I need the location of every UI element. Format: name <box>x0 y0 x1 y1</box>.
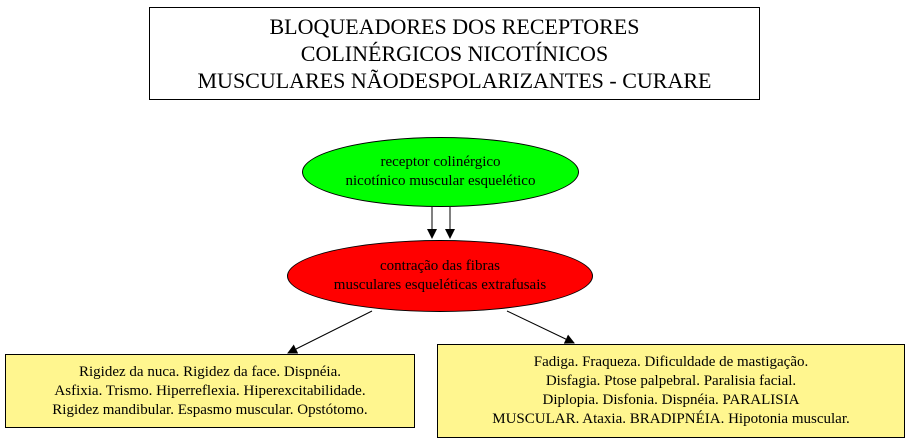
node-effects-right: Fadiga. Fraqueza. Dificuldade de mastiga… <box>437 344 905 438</box>
node-effects-left-line-3: Rigidez mandibular. Espasmo muscular. Op… <box>52 401 368 418</box>
node-effects-right-line-3: Diplopia. Disfonia. Dispnéia. PARALISIA <box>542 392 800 408</box>
edge-contraction-right <box>506 310 575 344</box>
diagram-title: BLOQUEADORES DOS RECEPTORES COLINÉRGICOS… <box>149 7 760 100</box>
title-line-3: MUSCULARES NÃODESPOLARIZANTES - CURARE <box>197 68 712 93</box>
node-contraction: contração das fibras musculares esquelét… <box>287 240 593 312</box>
node-receptor: receptor colinérgico nicotínico muscular… <box>302 137 579 207</box>
node-effects-right-line-4: MUSCULAR. Ataxia. BRADIPNÉIA. Hipotonia … <box>492 411 850 427</box>
node-effects-left: Rigidez da nuca. Rigidez da face. Dispné… <box>5 354 415 428</box>
node-receptor-line-1: receptor colinérgico <box>380 154 501 170</box>
title-line-1: BLOQUEADORES DOS RECEPTORES <box>269 14 640 39</box>
node-effects-left-line-1: Rigidez da nuca. Rigidez da face. Dispné… <box>79 363 341 380</box>
node-receptor-line-2: nicotínico muscular esquelético <box>345 173 536 189</box>
node-effects-right-line-2: Disfagia. Ptose palpebral. Paralisia fac… <box>545 373 797 389</box>
node-effects-right-line-1: Fadiga. Fraqueza. Dificuldade de mastiga… <box>533 354 809 370</box>
node-contraction-line-1: contração das fibras <box>380 258 500 274</box>
edge-contraction-left <box>287 310 373 354</box>
node-contraction-line-2: musculares esqueléticas extrafusais <box>333 277 547 293</box>
title-line-2: COLINÉRGICOS NICOTÍNICOS <box>300 41 609 66</box>
node-effects-left-line-2: Asfixia. Trismo. Hiperreflexia. Hiperexc… <box>54 382 366 399</box>
